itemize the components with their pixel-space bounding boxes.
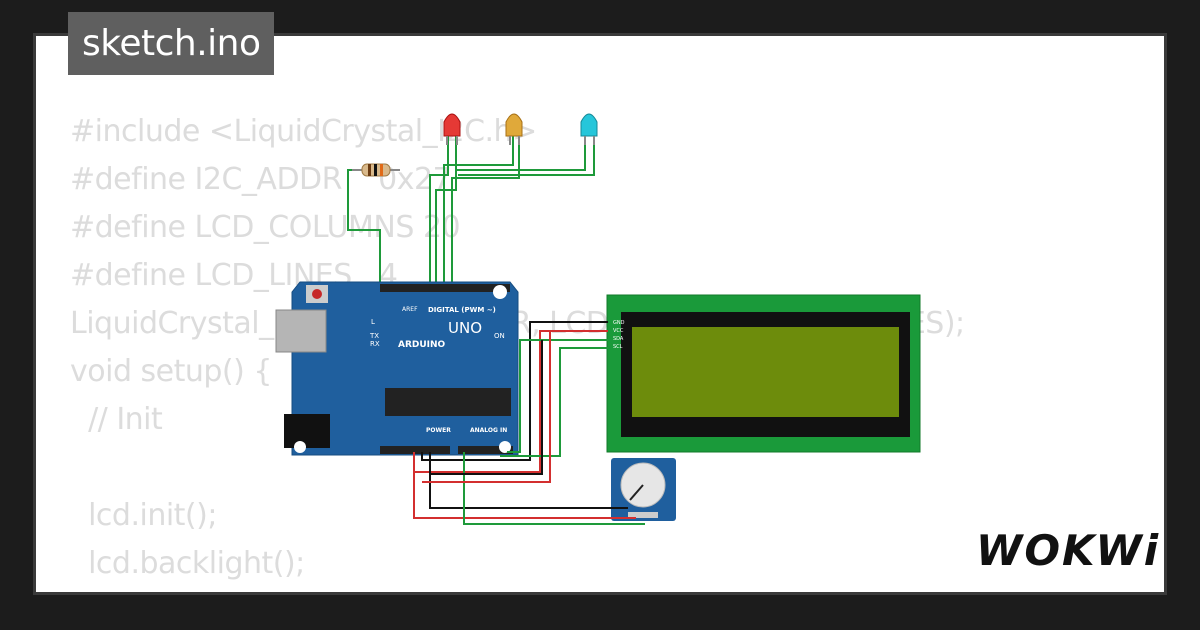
resistor (352, 163, 400, 177)
code-line: lcd.init(); (70, 498, 217, 533)
svg-text:DIGITAL (PWM ~): DIGITAL (PWM ~) (428, 306, 496, 314)
svg-text:VCC: VCC (613, 328, 624, 334)
wokwi-logo: WOKWi (976, 526, 1161, 575)
svg-text:UNO: UNO (448, 319, 482, 337)
svg-text:GND: GND (613, 320, 625, 326)
file-tab[interactable]: sketch.ino (68, 12, 275, 75)
arduino-uno-board[interactable]: DIGITAL (PWM ~) UNO ARDUINO L TX RX ON P… (275, 281, 519, 456)
potentiometer[interactable] (611, 458, 676, 521)
code-line: void setup() { (70, 354, 272, 389)
cyan-led (580, 113, 598, 145)
svg-text:ON: ON (494, 332, 505, 340)
reset-button (312, 289, 322, 299)
svg-text:ARDUINO: ARDUINO (398, 340, 446, 350)
lcd-2004-i2c[interactable]: GND VCC SDA SCL (606, 294, 921, 453)
lcd-screen (632, 327, 899, 417)
svg-text:RX: RX (370, 340, 380, 348)
red-led (443, 113, 461, 145)
power-header (380, 446, 450, 454)
analog-header (458, 446, 513, 454)
code-line: lcd.backlight(); (70, 546, 305, 581)
led-wires (347, 135, 595, 290)
code-line: #include <LiquidCrystal_I2C.h> (70, 114, 537, 149)
svg-text:L: L (371, 318, 375, 326)
usb-port (275, 309, 327, 353)
code-line: // Init (70, 402, 163, 437)
power-wires (413, 321, 645, 525)
svg-text:AREF: AREF (402, 306, 418, 313)
svg-text:ANALOG IN: ANALOG IN (470, 427, 507, 434)
svg-text:TX: TX (369, 332, 379, 340)
svg-text:SCL: SCL (613, 344, 623, 350)
svg-text:SDA: SDA (613, 336, 624, 342)
svg-text:POWER: POWER (426, 427, 451, 434)
yellow-led (505, 113, 523, 145)
atmega-chip (385, 388, 511, 416)
digital-header (380, 284, 510, 292)
power-jack (284, 414, 330, 448)
code-line: #define LCD_LINES 4 (70, 258, 398, 293)
